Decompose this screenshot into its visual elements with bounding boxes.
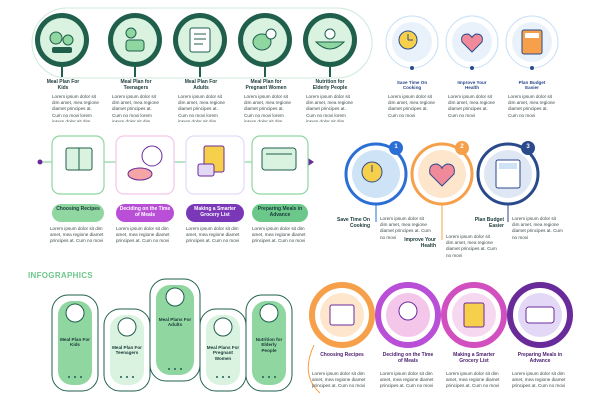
- panel2-graphics: [385, 15, 559, 70]
- pregnant-meal-icon: [238, 13, 292, 67]
- p1-label-teens: Meal Plan for Teenagers: [120, 79, 152, 91]
- heart-health-icon: [445, 15, 499, 69]
- p3-label-time: Deciding on the Time of Meals: [119, 206, 171, 218]
- p4-label-budget: Plan Budget Easier: [474, 217, 504, 229]
- kids-meal-icon: [35, 13, 89, 67]
- pregnant-meal-icon: [213, 317, 233, 337]
- panel5-graphics: [51, 278, 293, 392]
- p3-text-grocery: Lorem ipsum dolor sit dim amet, mea regi…: [186, 226, 240, 244]
- clock-pot-icon: [385, 15, 439, 69]
- adult-meal-icon: [165, 287, 185, 307]
- panel3-graphics: [37, 135, 314, 222]
- teen-meal-icon: [108, 13, 162, 67]
- panel-meal-planning-steps: Choosing Recipes Deciding on the Time of…: [0, 130, 320, 265]
- p6-label-recipes: Choosing Recipes: [320, 352, 364, 358]
- teen-meal-icon: [117, 317, 137, 337]
- panel-meal-plans-green: Meal Plan For Kids Meal Plan for Teenage…: [0, 0, 380, 130]
- p5-label-pregnant: Meal Plans For Pregnant Women: [206, 345, 240, 361]
- p3-label-grocery: Making a Smarter Grocery List: [194, 206, 236, 218]
- p4-num-1: 1: [394, 144, 398, 150]
- p3-label-prep: Preparing Meals in Advance: [257, 206, 303, 218]
- panel5-title: INFOGRAPHICS: [28, 271, 93, 280]
- panel1-graphics: [31, 7, 373, 79]
- p5-label-elderly: Nutrition for Elderly People: [255, 337, 283, 353]
- p5-label-adults: Meal Plans For Adults: [158, 317, 192, 328]
- clock-pot-icon: [344, 141, 408, 206]
- p4-label-save-time: Save Time On Cooking: [337, 217, 370, 229]
- panel-benefits-blue: Save Time On Cooking Improve Your Health…: [380, 0, 600, 130]
- p3-text-time: Lorem ipsum dolor sit dim amet, mea regi…: [116, 226, 170, 244]
- p1-label-kids: Meal Plan For Kids: [46, 79, 80, 91]
- p4-text-health: Lorem ipsum dolor sit dim amet, mea regi…: [446, 234, 497, 258]
- p1-text-pregnant: Lorem ipsum dolor sit dim amet, mea regi…: [244, 94, 291, 122]
- meal-clock-icon: [375, 282, 441, 348]
- elderly-meal-icon: [303, 13, 357, 67]
- p1-text-kids: Lorem ipsum dolor sit dim amet, mea regi…: [52, 94, 99, 122]
- p2-label-save-time: Save Time On Cooking: [396, 80, 428, 91]
- panel-meal-planning-rings: Choosing Recipes Deciding on the Time of…: [300, 265, 600, 400]
- p2-text-budget: Lorem ipsum dolor sit dim amet, mea regi…: [508, 94, 555, 118]
- calculator-icon: [505, 15, 559, 69]
- adult-meal-icon: [173, 13, 227, 67]
- p4-num-3: 3: [526, 144, 530, 150]
- p3-label-recipes: Choosing Recipes: [56, 206, 100, 212]
- recipe-book-icon: [309, 282, 375, 348]
- p1-label-elderly: Nutrition for Elderly People: [312, 79, 348, 91]
- p6-text-prep: Lorem ipsum dolor sit dim amet, mea regi…: [512, 371, 566, 389]
- p6-label-prep: Preparing Meals in Advance: [517, 352, 563, 364]
- panel-infographics-green: INFOGRAPHICS Meal Plan For Kids Meal Pla…: [0, 265, 300, 400]
- p3-text-prep: Lorem ipsum dolor sit dim amet, mea regi…: [252, 226, 306, 244]
- p2-label-health: Improve Your Health: [457, 80, 487, 91]
- panel4-graphics: [344, 141, 540, 240]
- p4-text-save-time: Lorem ipsum dolor sit dim amet, mea regi…: [380, 216, 431, 240]
- p2-text-save-time: Lorem ipsum dolor sit dim amet, mea regi…: [388, 94, 435, 118]
- p4-num-2: 2: [460, 144, 464, 150]
- p2-text-health: Lorem ipsum dolor sit dim amet, mea regi…: [448, 94, 495, 118]
- p6-text-grocery: Lorem ipsum dolor sit dim amet, mea regi…: [446, 371, 500, 389]
- meal-clock-icon: [127, 145, 163, 181]
- grocery-list-icon: [441, 282, 507, 348]
- p5-label-kids: Meal Plan For Kids: [60, 337, 90, 348]
- p1-label-pregnant: Meal Plan for Pregnant Women: [245, 79, 287, 91]
- p1-text-elderly: Lorem ipsum dolor sit dim amet, mea regi…: [306, 94, 353, 122]
- p2-label-budget: Plan Budget Easier: [518, 80, 546, 91]
- elderly-meal-icon: [259, 303, 279, 323]
- p6-text-time: Lorem ipsum dolor sit dim amet, mea regi…: [380, 371, 434, 389]
- p4-text-budget: Lorem ipsum dolor sit dim amet, mea regi…: [512, 216, 563, 240]
- p4-label-health: Improve Your Health: [404, 237, 436, 249]
- p6-text-recipes: Lorem ipsum dolor sit dim amet, mea regi…: [312, 371, 366, 389]
- p1-label-adults: Meal Plan For Adults: [184, 79, 218, 91]
- p6-label-grocery: Making a Smarter Grocery List: [453, 352, 495, 364]
- p1-text-adults: Lorem ipsum dolor sit dim amet, mea regi…: [178, 94, 225, 122]
- calculator-icon: [476, 141, 540, 206]
- meal-prep-icon: [261, 147, 297, 171]
- grocery-list-icon: [197, 145, 225, 177]
- recipe-book-icon: [65, 147, 93, 171]
- meal-prep-icon: [507, 282, 573, 348]
- p3-text-recipes: Lorem ipsum dolor sit dim amet, mea regi…: [50, 226, 104, 244]
- panel-benefits-numbered: 1 2 3 Save Time On Cooking Improve Your …: [320, 130, 600, 265]
- heart-health-icon: [410, 141, 474, 206]
- p5-label-teens: Meal Plan For Teenagers: [112, 345, 142, 356]
- panel6-graphics: [307, 282, 573, 394]
- kids-meal-icon: [65, 303, 85, 323]
- p1-text-teens: Lorem ipsum dolor sit dim amet, mea regi…: [112, 94, 159, 122]
- p6-label-time: Deciding on the Time of Meals: [382, 352, 434, 364]
